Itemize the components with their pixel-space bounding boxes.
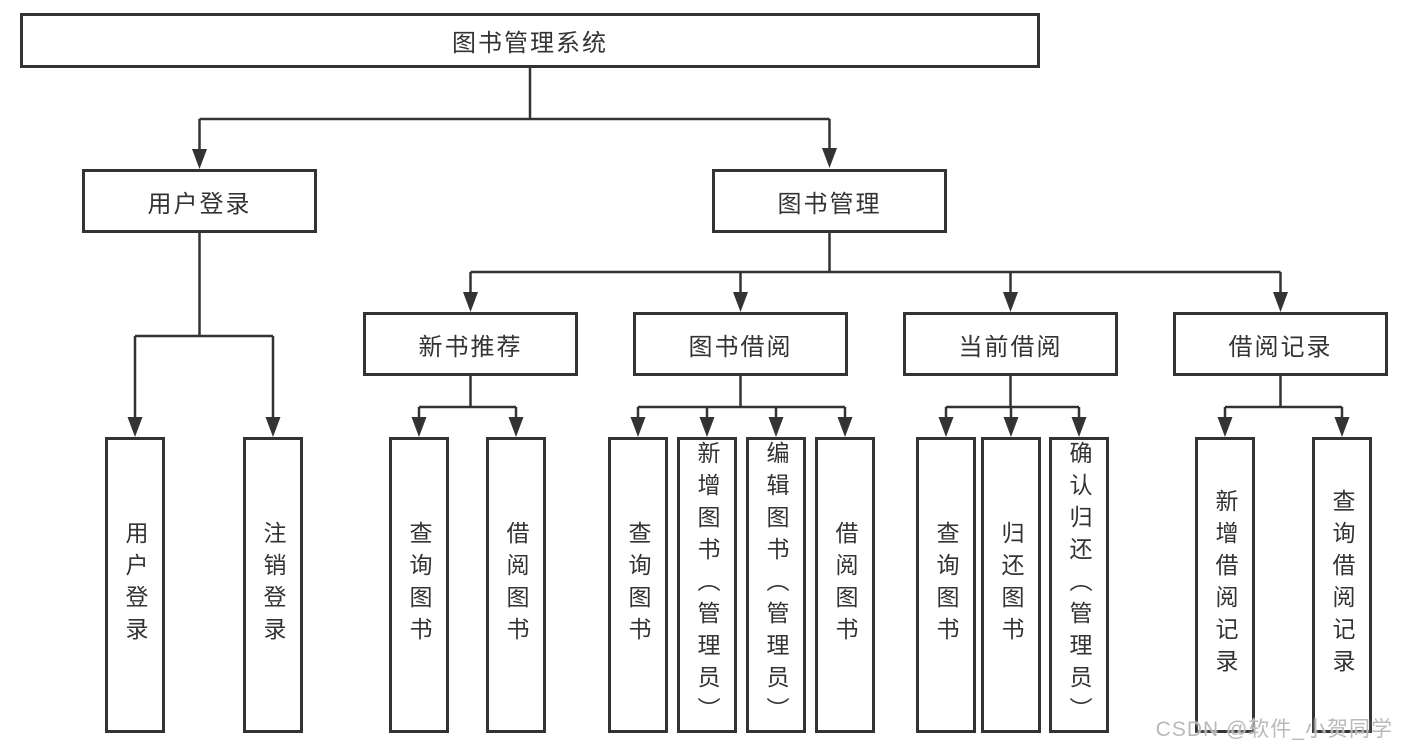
arrowheads-user-login-children: [127, 417, 281, 437]
connector-new-book-children: [417, 376, 518, 420]
connector-book-management-children: [469, 233, 1282, 295]
node-current-borrow: 当前借阅: [903, 312, 1118, 376]
node-book-management: 图书管理: [712, 169, 947, 233]
node-new-book-recommend: 新书推荐: [363, 312, 578, 376]
node-root: 图书管理系统: [20, 13, 1040, 68]
arrowheads-leaves: [411, 417, 1350, 437]
leaf-return-books: 归还图书: [981, 437, 1041, 733]
leaf-edit-books-admin: 编辑图书（管理员）: [746, 437, 806, 733]
leaf-query-books-1: 查询图书: [389, 437, 449, 733]
leaf-add-borrow-record: 新增借阅记录: [1195, 437, 1255, 733]
leaf-borrow-books-2: 借阅图书: [815, 437, 875, 733]
leaf-add-books-admin: 新增图书（管理员）: [677, 437, 737, 733]
leaf-query-books-3: 查询图书: [916, 437, 976, 733]
connector-current-borrow-children: [944, 376, 1081, 420]
connector-user-login-children: [133, 233, 275, 420]
watermark-text: CSDN @软件_小贺同学: [1155, 718, 1393, 741]
leaf-query-borrow-record: 查询借阅记录: [1312, 437, 1372, 733]
connector-book-borrow-children: [636, 376, 847, 420]
node-book-borrow: 图书借阅: [633, 312, 848, 376]
node-user-login: 用户登录: [82, 169, 317, 233]
leaf-query-books-2: 查询图书: [608, 437, 668, 733]
connector-root-to-level1: [198, 68, 831, 152]
connector-borrow-records-children: [1223, 376, 1344, 420]
arrowheads-level1: [192, 148, 837, 169]
node-borrow-records: 借阅记录: [1173, 312, 1388, 376]
leaf-borrow-books-1: 借阅图书: [486, 437, 546, 733]
leaf-confirm-return-admin: 确认归还（管理员）: [1049, 437, 1109, 733]
leaf-user-login: 用户登录: [105, 437, 165, 733]
leaf-logout: 注销登录: [243, 437, 303, 733]
arrowheads-level2: [463, 292, 1288, 312]
